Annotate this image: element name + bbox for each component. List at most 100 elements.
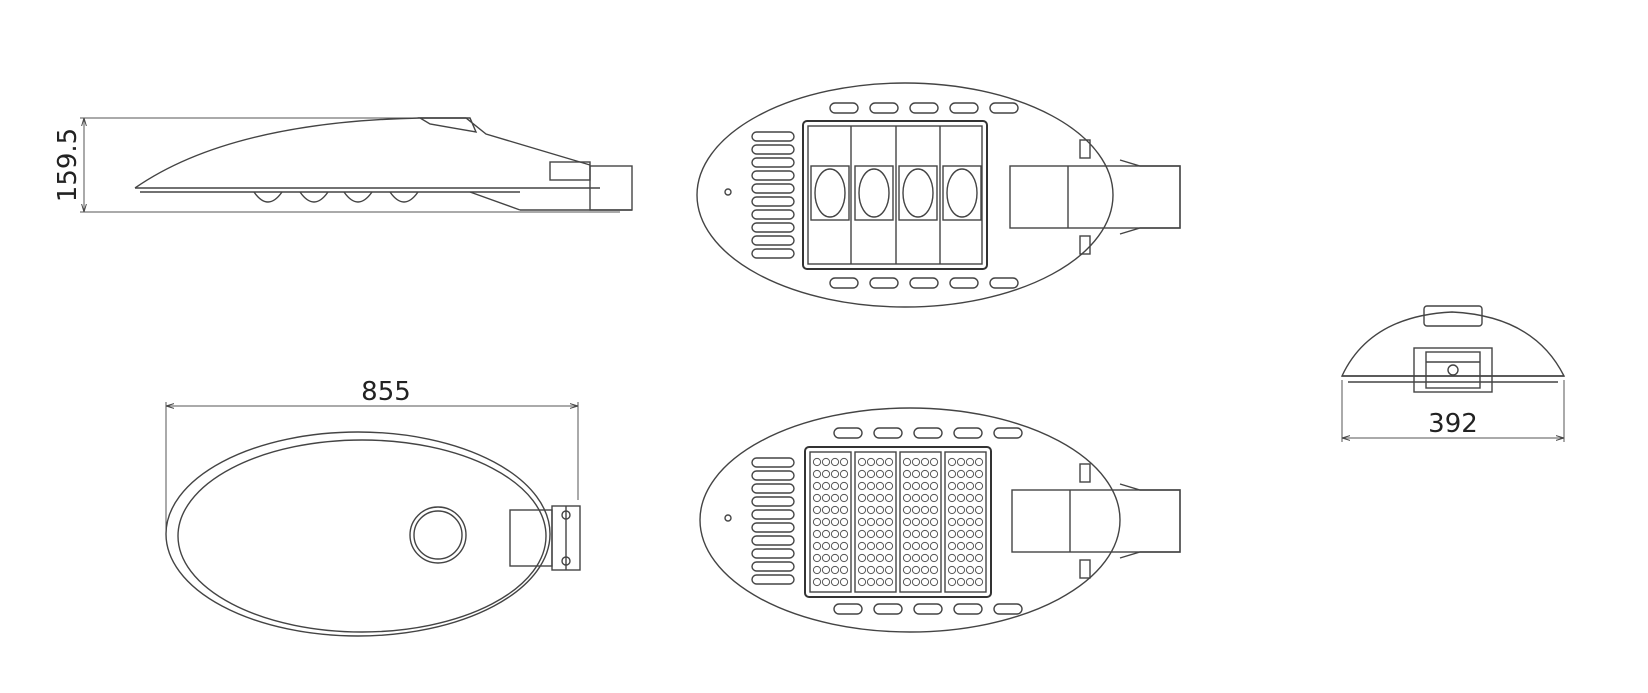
led-lens — [839, 529, 849, 539]
led-lens — [857, 457, 867, 467]
led-lens — [965, 529, 975, 539]
led-lens — [902, 481, 912, 491]
end-view: 392 — [1340, 305, 1566, 442]
led-lens — [929, 493, 939, 503]
led-lens — [920, 517, 930, 527]
led-lens — [956, 457, 966, 467]
led-lens — [830, 565, 840, 575]
led-lens — [839, 565, 849, 575]
width-dimension: 392 — [1341, 380, 1565, 442]
led-lens — [911, 553, 921, 563]
led-lens — [866, 577, 876, 587]
led-lens — [920, 565, 930, 575]
left-vents — [751, 131, 795, 259]
led-lens — [830, 481, 840, 491]
led-lens — [929, 481, 939, 491]
led-lens — [929, 541, 939, 551]
led-lens — [974, 457, 984, 467]
led-lens — [812, 469, 822, 479]
led-lens — [866, 493, 876, 503]
led-lens — [965, 493, 975, 503]
led-lens — [875, 505, 885, 515]
led-lens — [866, 457, 876, 467]
led-lens — [956, 577, 966, 587]
led-lens — [812, 481, 822, 491]
led-lens — [911, 541, 921, 551]
led-lens — [839, 457, 849, 467]
led-lens — [947, 565, 957, 575]
led-lens — [884, 541, 894, 551]
led-lens — [857, 469, 867, 479]
bottom-view — [696, 82, 1181, 308]
led-lens — [974, 493, 984, 503]
led-lens — [830, 505, 840, 515]
led-slots — [833, 427, 1023, 615]
led-lens — [920, 529, 930, 539]
led-lens — [866, 505, 876, 515]
led-lens — [830, 493, 840, 503]
led-lens — [956, 565, 966, 575]
led-lens — [911, 481, 921, 491]
top-view: 855 — [165, 377, 581, 637]
width-label: 392 — [1428, 409, 1478, 439]
led-lens — [821, 553, 831, 563]
led-lens — [830, 469, 840, 479]
led-lens — [920, 457, 930, 467]
led-lens — [974, 469, 984, 479]
led-lens — [857, 481, 867, 491]
led-lens — [884, 529, 894, 539]
led-module — [809, 451, 852, 593]
led-lens — [929, 469, 939, 479]
led-lens — [920, 493, 930, 503]
led-lens — [884, 553, 894, 563]
led-lens — [884, 577, 894, 587]
led-lens — [920, 505, 930, 515]
led-lens — [812, 577, 822, 587]
led-lens — [947, 493, 957, 503]
led-lens — [857, 529, 867, 539]
led-lens — [920, 553, 930, 563]
led-lens — [866, 517, 876, 527]
led-lens — [812, 493, 822, 503]
led-lens — [866, 481, 876, 491]
led-lens — [902, 505, 912, 515]
led-lens — [830, 529, 840, 539]
led-lens — [884, 517, 894, 527]
led-lens — [956, 469, 966, 479]
led-lens — [956, 505, 966, 515]
led-lens — [857, 517, 867, 527]
led-lens — [812, 541, 822, 551]
led-lens — [902, 493, 912, 503]
led-lens — [947, 505, 957, 515]
height-label: 159.5 — [53, 128, 83, 202]
led-lens — [857, 565, 867, 575]
led-lens — [911, 457, 921, 467]
led-lens — [929, 517, 939, 527]
led-lens — [884, 505, 894, 515]
led-lens — [857, 505, 867, 515]
led-lens — [929, 553, 939, 563]
led-lens — [956, 529, 966, 539]
top-slots — [829, 102, 1019, 289]
led-lens — [965, 517, 975, 527]
led-lens — [902, 577, 912, 587]
led-vents — [751, 457, 795, 585]
led-lens — [875, 541, 885, 551]
led-lens — [911, 577, 921, 587]
led-lens — [974, 553, 984, 563]
led-module — [854, 451, 897, 593]
led-lens — [839, 553, 849, 563]
led-lens — [911, 517, 921, 527]
led-lens — [956, 517, 966, 527]
led-lens — [965, 481, 975, 491]
led-lens — [812, 529, 822, 539]
led-lens — [902, 565, 912, 575]
led-lens — [956, 553, 966, 563]
led-lens — [956, 541, 966, 551]
led-lens — [974, 541, 984, 551]
led-lens — [911, 469, 921, 479]
led-lens — [821, 565, 831, 575]
led-lens — [839, 517, 849, 527]
led-lens — [839, 577, 849, 587]
led-lens — [947, 541, 957, 551]
